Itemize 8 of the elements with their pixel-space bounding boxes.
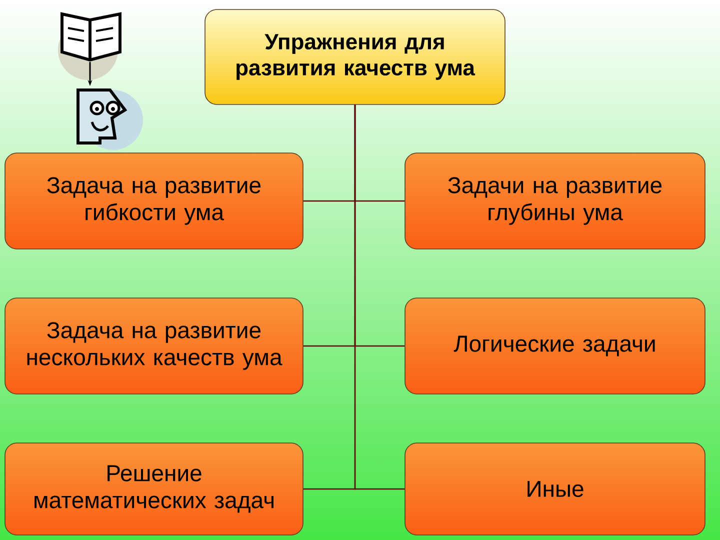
connector-line [354,104,405,490]
task-box: Задача на развитие нескольких качеств ума [4,298,304,394]
task-box: Логические задачи [404,298,706,394]
title-box: Упражнения для развития качеств ума [204,9,506,105]
task-box: Иные [404,442,706,536]
task-box: Решение математических задач [4,442,304,536]
task-box: Задачи на развитие глубины ума [404,152,706,250]
task-box: Задача на развитие гибкости ума [4,152,304,250]
